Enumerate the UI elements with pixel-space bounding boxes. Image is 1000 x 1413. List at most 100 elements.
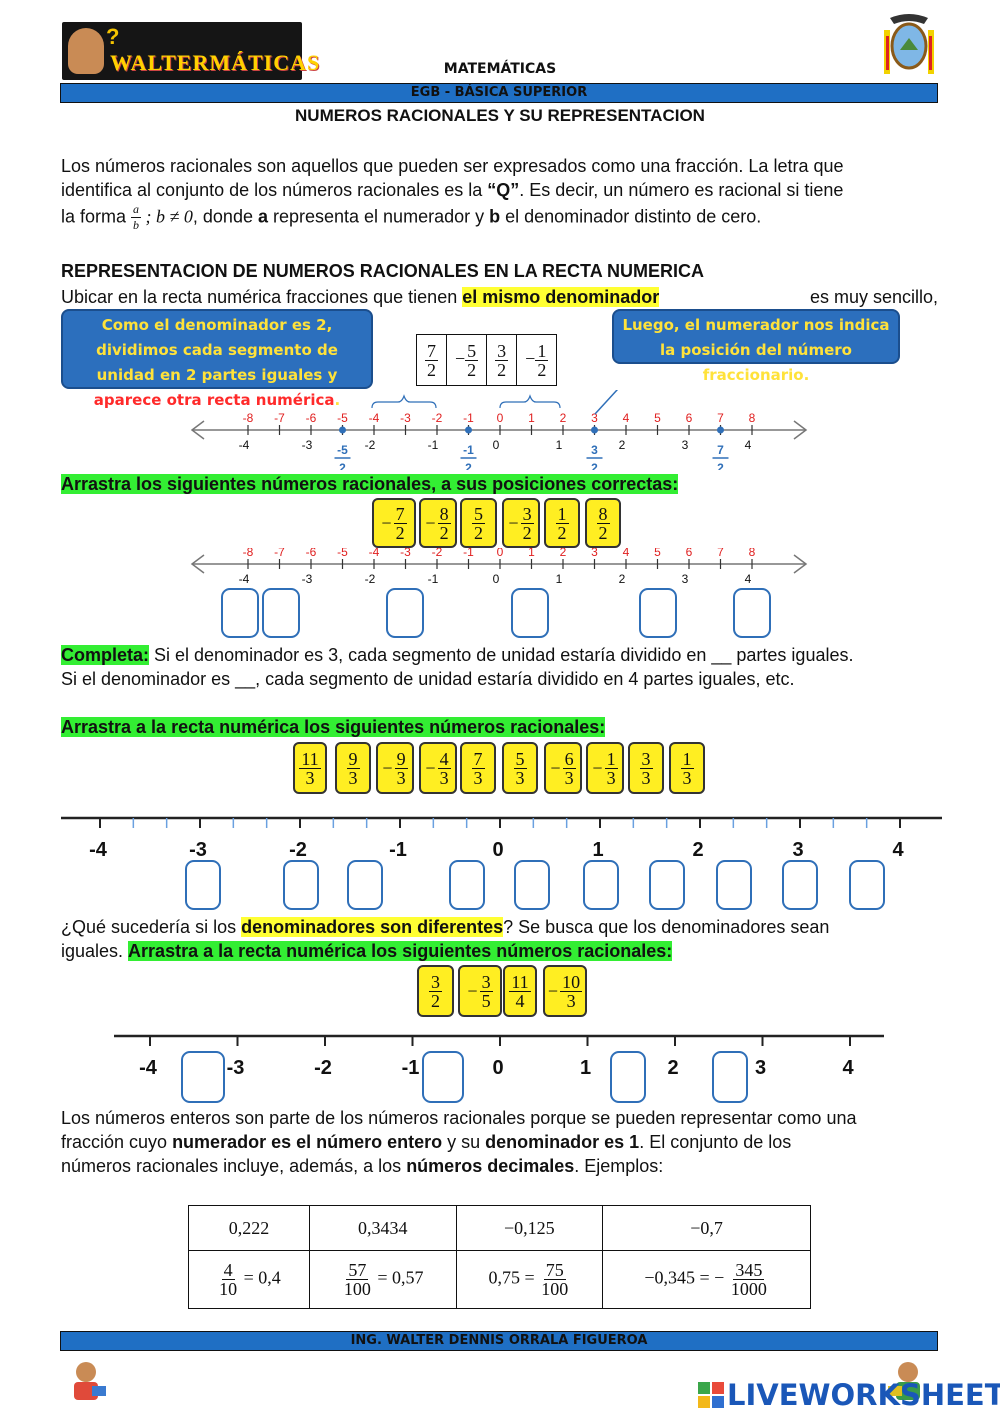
closing-bold: denominador es 1 xyxy=(485,1132,640,1152)
half-tick-label: -1 xyxy=(463,548,474,559)
table-cell: 0,3434 xyxy=(308,1205,457,1251)
intro-text: . Es decir, un número es racional si tie… xyxy=(519,180,844,200)
half-tick-label: -4 xyxy=(369,548,380,559)
frac-num: 5 xyxy=(465,340,479,361)
exercise1-instruction: Arrastra los siguientes números racional… xyxy=(61,474,679,495)
coat-of-arms-icon xyxy=(884,14,934,74)
different-text-b: ? Se busca que los denominadores sean xyxy=(503,917,830,937)
axis-tick-label: -4 xyxy=(89,839,108,861)
half-tick-label: -2 xyxy=(432,548,443,559)
drop-zone[interactable] xyxy=(712,1051,748,1103)
drop-zone[interactable] xyxy=(221,588,259,638)
drop-zone[interactable] xyxy=(422,1051,464,1103)
axis-tick-label: 1 xyxy=(592,839,603,861)
frac-num: 9 xyxy=(346,748,360,769)
drop-zone[interactable] xyxy=(386,588,424,638)
frac-den: 2 xyxy=(598,522,608,543)
drop-zone[interactable] xyxy=(849,860,885,910)
equals-prefix: −0,345 = − xyxy=(644,1267,725,1288)
drop-zone[interactable] xyxy=(514,860,550,910)
drop-zone[interactable] xyxy=(283,860,319,910)
frac-num: 10 xyxy=(560,971,583,992)
pointer-line xyxy=(594,390,619,415)
drop-zone[interactable] xyxy=(347,860,383,910)
drop-zone[interactable] xyxy=(449,860,485,910)
mascot-icon xyxy=(888,1362,920,1400)
brace-icon xyxy=(371,394,437,409)
different-text-c: iguales. xyxy=(61,941,129,961)
question-mark-icon: ? xyxy=(106,24,120,49)
drop-zone[interactable] xyxy=(649,860,685,910)
page-title: NUMEROS RACIONALES Y SU REPRESENTACION xyxy=(295,106,705,125)
liveworksheets-brand[interactable]: LIVEWORKSHEETS xyxy=(698,1378,1000,1412)
marked-den: 2 xyxy=(465,461,472,470)
drop-zone[interactable] xyxy=(262,588,300,638)
drop-zone[interactable] xyxy=(716,860,752,910)
right-arrow-icon xyxy=(793,420,808,440)
author-bar: ING. WALTER DENNIS ORRALA FIGUEROA xyxy=(60,1331,938,1351)
frac-den: 2 xyxy=(497,359,507,380)
integer-tick-label: 2 xyxy=(619,438,626,452)
closing-bold: números decimales xyxy=(406,1156,575,1176)
complete-label: Completa: xyxy=(61,645,150,665)
frac-den: 4 xyxy=(515,990,525,1011)
minus-sign: − xyxy=(550,757,561,778)
frac-num: 11 xyxy=(299,748,321,769)
frac-num: 11 xyxy=(509,971,531,992)
drop-zone[interactable] xyxy=(610,1051,646,1103)
drop-zone[interactable] xyxy=(733,588,771,638)
drop-zone[interactable] xyxy=(181,1051,225,1103)
axis-tick-label: -2 xyxy=(289,839,307,861)
integer-tick-label: -1 xyxy=(428,572,439,586)
brace-icon xyxy=(499,394,561,409)
drop-zone[interactable] xyxy=(639,588,677,638)
marked-num: -5 xyxy=(337,443,348,457)
half-tick-label: -4 xyxy=(369,411,380,425)
callout-left: Como el denominador es 2, dividimos cada… xyxy=(61,309,373,409)
drop-zone[interactable] xyxy=(583,860,619,910)
half-tick-label: -5 xyxy=(337,548,348,559)
drop-zone[interactable] xyxy=(511,588,549,638)
minus-sign: − xyxy=(592,757,603,778)
teacher-avatar-icon xyxy=(68,28,104,74)
frac-num: 1 xyxy=(535,340,549,361)
half-tick-label: 8 xyxy=(749,411,756,425)
bold-a: a xyxy=(257,206,268,227)
half-tick-label: 1 xyxy=(528,411,535,425)
drop-zone[interactable] xyxy=(185,860,221,910)
frac-den: 2 xyxy=(557,522,567,543)
table-cell: 0,222 xyxy=(188,1205,310,1251)
left-arrow-icon xyxy=(190,554,205,574)
frac-den: 2 xyxy=(395,522,405,543)
drop-zone[interactable] xyxy=(782,860,818,910)
liveworksheets-wordmark: LIVEWORKSHEETS xyxy=(727,1378,1000,1412)
